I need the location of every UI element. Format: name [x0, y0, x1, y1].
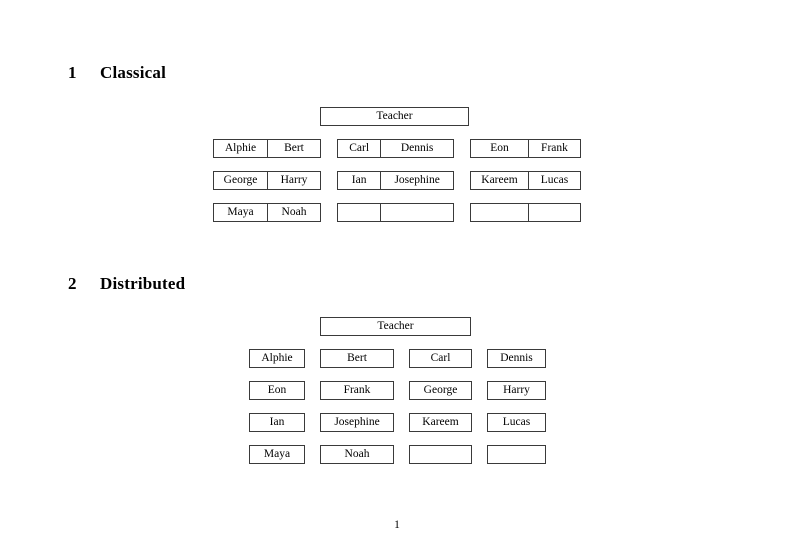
classical-cell: Ian: [351, 174, 367, 186]
classical-cell-empty: [338, 204, 380, 221]
classical-cell: Noah: [266, 204, 320, 221]
classical-group-row1-col2: Carl Dennis: [337, 139, 454, 158]
section-number: 2: [68, 274, 77, 293]
section-title: Distributed: [100, 274, 186, 293]
classical-cell: Frank: [527, 140, 580, 157]
section-number: 1: [68, 63, 77, 82]
classical-cell: Alphie: [224, 142, 257, 154]
classical-cell: Bert: [266, 140, 320, 157]
classical-cell: Josephine: [380, 172, 453, 189]
distributed-box: Lucas: [487, 413, 546, 432]
classical-cell-empty: [471, 204, 528, 221]
distributed-box: Noah: [320, 445, 394, 464]
section-heading-distributed: 2 Distributed: [68, 274, 185, 294]
distributed-box: Harry: [487, 381, 546, 400]
distributed-box: Bert: [320, 349, 394, 368]
classical-cell-empty: [380, 204, 453, 221]
classical-group-row2-col1: George Harry: [213, 171, 321, 190]
distributed-box: Eon: [249, 381, 305, 400]
classical-cell: Eon: [490, 142, 509, 154]
distributed-box: Carl: [409, 349, 472, 368]
distributed-box: Josephine: [320, 413, 394, 432]
distributed-box: Ian: [249, 413, 305, 432]
classical-group-row3-col2: [337, 203, 454, 222]
distributed-box: Frank: [320, 381, 394, 400]
classical-cell: Lucas: [527, 172, 580, 189]
classical-cell: Maya: [227, 206, 254, 218]
classical-teacher-box: Teacher: [320, 107, 469, 126]
distributed-box-empty: [409, 445, 472, 464]
classical-cell: George: [223, 174, 258, 186]
distributed-box-empty: [487, 445, 546, 464]
classical-group-row3-col1: Maya Noah: [213, 203, 321, 222]
classical-group-row3-col3: [470, 203, 581, 222]
classical-cell-empty: [527, 204, 580, 221]
classical-cell: Dennis: [380, 140, 453, 157]
classical-cell: Kareem: [481, 174, 518, 186]
classical-group-row1-col1: Alphie Bert: [213, 139, 321, 158]
section-heading-classical: 1 Classical: [68, 63, 166, 83]
distributed-box: Alphie: [249, 349, 305, 368]
distributed-teacher-box: Teacher: [320, 317, 471, 336]
classical-group-row2-col3: Kareem Lucas: [470, 171, 581, 190]
classical-cell: Carl: [349, 142, 370, 154]
distributed-box: Kareem: [409, 413, 472, 432]
page-number: 1: [394, 519, 400, 531]
classical-cell: Harry: [266, 172, 320, 189]
distributed-box: Dennis: [487, 349, 546, 368]
classical-group-row2-col2: Ian Josephine: [337, 171, 454, 190]
section-title: Classical: [100, 63, 167, 82]
distributed-box: George: [409, 381, 472, 400]
classical-group-row1-col3: Eon Frank: [470, 139, 581, 158]
distributed-box: Maya: [249, 445, 305, 464]
